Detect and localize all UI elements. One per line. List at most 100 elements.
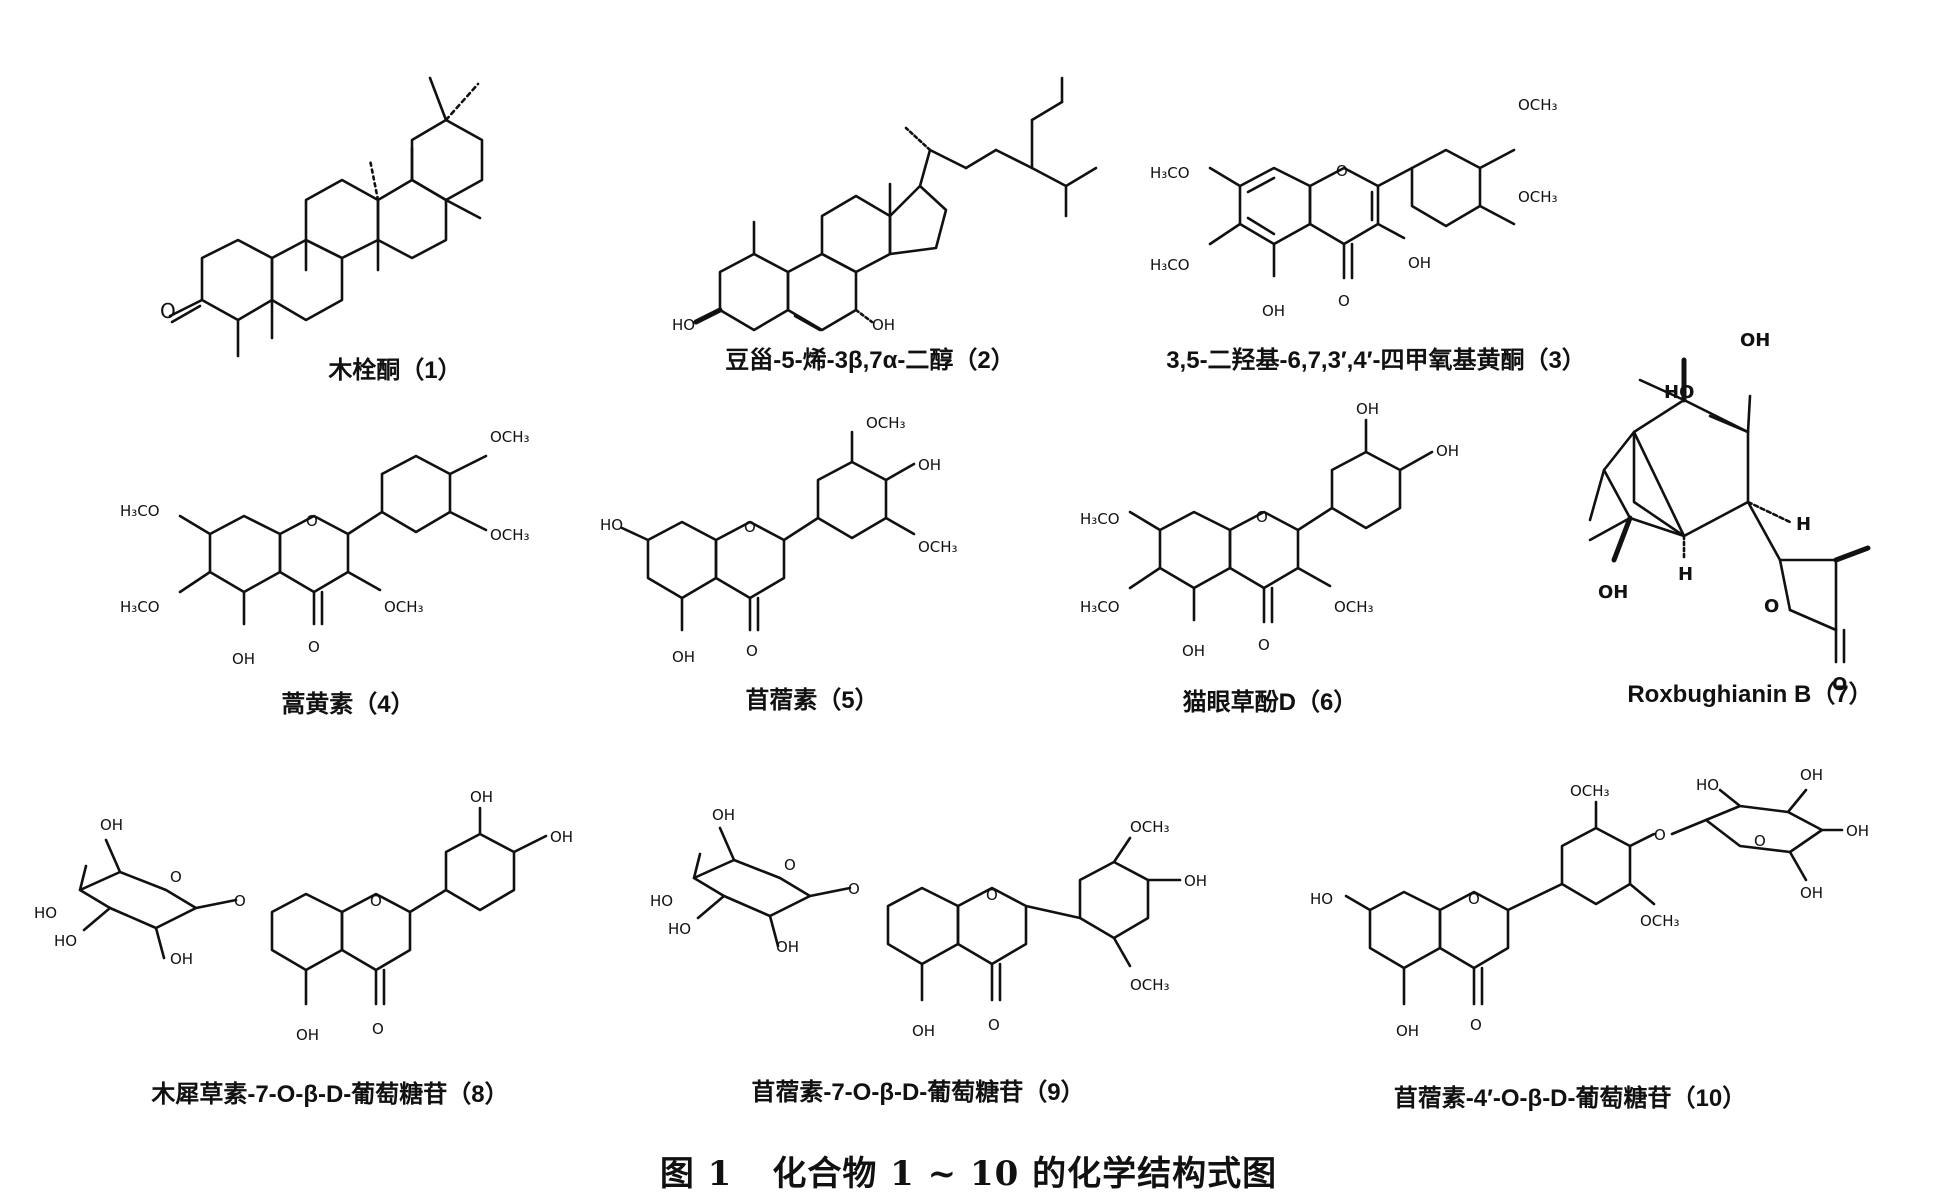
atom-label: OCH₃: [866, 414, 906, 432]
atom-label: O: [988, 1016, 1000, 1034]
atom-label: OCH₃: [384, 598, 424, 616]
compound-10-structure: [1344, 788, 1844, 1006]
atom-label: O: [746, 642, 758, 660]
atom-label: OH: [1408, 254, 1431, 272]
atom-label: OH: [296, 1026, 319, 1044]
compound-8-structure: [78, 806, 548, 1006]
atom-label: O: [306, 512, 318, 530]
atom-label: HO: [600, 516, 623, 534]
compound-8-name: 木犀草素-7-O-β-D-葡萄糖苷（8）: [150, 1080, 508, 1108]
atom-label: OH: [470, 788, 493, 806]
atom-label: O: [986, 886, 998, 904]
atom-label: O: [372, 1020, 384, 1038]
atom-label: OCH₃: [1570, 782, 1610, 800]
atom-label: H: [1678, 564, 1693, 585]
atom-label: O: [160, 299, 176, 323]
atom-label: OCH₃: [490, 428, 530, 446]
atom-label: H₃CO: [1080, 510, 1120, 528]
atom-label: O: [848, 880, 860, 898]
compound-9-name: 苜蓿素-7-O-β-D-葡萄糖苷（9）: [751, 1078, 1084, 1106]
compound-3-name: 3,5-二羟基-6,7,3′,4′-四甲氧基黄酮（3）: [1166, 346, 1586, 374]
atom-label: H₃CO: [1150, 164, 1190, 182]
compound-1-name: 木栓酮（1）: [327, 357, 461, 384]
atom-label: HO: [54, 932, 77, 950]
compound-5-name: 苜蓿素（5）: [745, 687, 878, 714]
compound-5-structure: [620, 430, 916, 632]
atom-label: O: [1338, 292, 1350, 310]
atom-label: OH: [1436, 442, 1459, 460]
atom-label: OCH₃: [1518, 96, 1558, 114]
compound-3-structure: [1208, 148, 1516, 280]
compound-2-structure: [693, 76, 1098, 332]
atom-label: OH: [1182, 642, 1205, 660]
compound-10-name: 苜蓿素-4′-O-β-D-葡萄糖苷（10）: [1394, 1084, 1746, 1112]
atom-label: OH: [912, 1022, 935, 1040]
atom-label: OH: [1800, 766, 1823, 784]
atom-label: OCH₃: [1640, 912, 1680, 930]
atom-label: O: [370, 892, 382, 910]
compound-2-name: 豆甾-5-烯-3β,7α-二醇（2）: [725, 346, 1014, 374]
compound-9-structure: [692, 826, 1182, 1002]
atom-label: O: [1754, 832, 1766, 850]
atom-label: OH: [1740, 330, 1770, 351]
atom-label: OH: [232, 650, 255, 668]
atom-label: OH: [1184, 872, 1207, 890]
compound-6-name: 猫眼草酚D（6）: [1183, 689, 1358, 716]
atom-label: H₃CO: [1150, 256, 1190, 274]
atom-label: OCH₃: [1518, 188, 1558, 206]
compound-4-name: 蒿黄素（4）: [281, 691, 414, 718]
atom-label: HO: [1310, 890, 1333, 908]
atom-label: HO: [672, 316, 695, 334]
atom-label: OCH₃: [1334, 598, 1374, 616]
atom-label: O: [784, 856, 796, 874]
atom-label: O: [1654, 826, 1666, 844]
atom-label: H: [1796, 514, 1811, 535]
atom-label: OH: [1396, 1022, 1419, 1040]
atom-label: HO: [668, 920, 691, 938]
atom-label: OH: [1598, 582, 1628, 603]
atom-label: O: [744, 518, 756, 536]
atom-label: OCH₃: [1130, 818, 1170, 836]
atom-label: H₃CO: [120, 598, 160, 616]
atom-label: O: [1256, 508, 1268, 526]
compound-4-structure: [178, 454, 488, 626]
compound-7-structure: [1588, 357, 1871, 664]
atom-label: O: [1470, 1016, 1482, 1034]
compound-7-name: Roxbughianin B（7）: [1627, 681, 1872, 708]
atom-label: HO: [1696, 776, 1719, 794]
atom-label: OCH₃: [490, 526, 530, 544]
atom-label: OCH₃: [1130, 976, 1170, 994]
atom-label: O: [308, 638, 320, 656]
figure-caption: 图 1 化合物 1 ~ 10 的化学结构式图: [0, 1150, 1937, 1198]
atom-label: O: [1764, 596, 1779, 617]
atom-label: O: [1258, 636, 1270, 654]
atom-label: OH: [776, 938, 799, 956]
atom-label: HO: [1664, 382, 1694, 403]
atom-label: OH: [550, 828, 573, 846]
atom-label: OH: [1356, 400, 1379, 418]
atom-label: OH: [1800, 884, 1823, 902]
atom-label: OH: [100, 816, 123, 834]
compound-6-structure: [1128, 418, 1434, 624]
atom-label: O: [1336, 162, 1348, 180]
atom-label: OH: [672, 648, 695, 666]
atom-label: OH: [712, 806, 735, 824]
structure-figure: O HO OH: [34, 76, 1873, 1112]
atom-label: OH: [1846, 822, 1869, 840]
atom-label: HO: [650, 892, 673, 910]
atom-label: O: [234, 892, 246, 910]
atom-label: OH: [918, 456, 941, 474]
atom-label: OCH₃: [918, 538, 958, 556]
atom-label: H₃CO: [120, 502, 160, 520]
atom-label: OH: [170, 950, 193, 968]
figure-number: 图 1: [659, 1154, 733, 1194]
atom-label: H₃CO: [1080, 598, 1120, 616]
atom-label: OH: [872, 316, 895, 334]
atom-label: O: [1832, 674, 1847, 695]
atom-label: HO: [34, 904, 57, 922]
atom-label: O: [170, 868, 182, 886]
atom-label: O: [1468, 890, 1480, 908]
compound-1-structure: [168, 76, 484, 358]
atom-label: OH: [1262, 302, 1285, 320]
figure-title: 化合物 1 ~ 10 的化学结构式图: [772, 1154, 1278, 1194]
